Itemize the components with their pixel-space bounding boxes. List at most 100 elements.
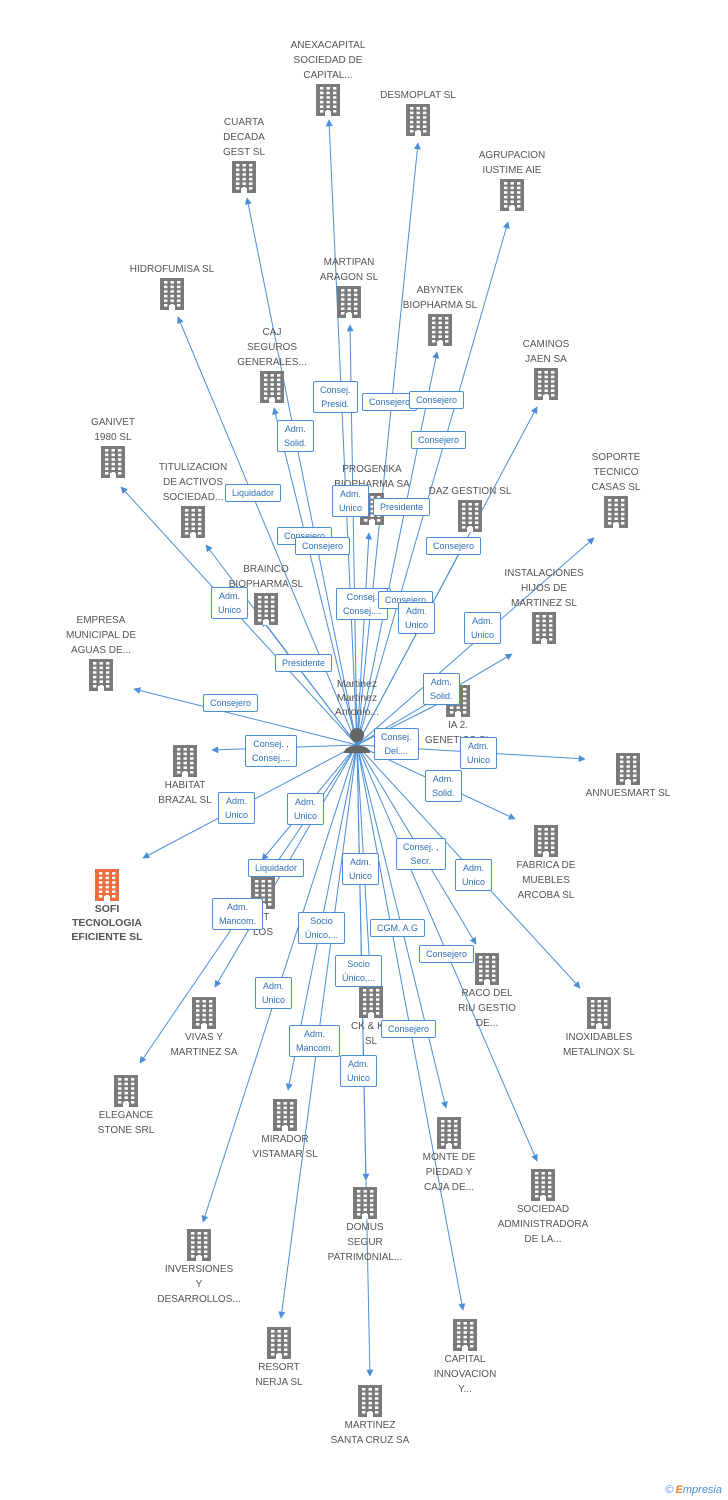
company-node[interactable]: GANIVET 1980 SL (53, 415, 173, 479)
company-node[interactable]: SOFI TECNOLOGIA EFICIENTE SL (47, 868, 167, 944)
company-node[interactable]: SOPORTE TECNICO CASAS SL (556, 450, 676, 529)
company-node[interactable]: RESORT NERJA SL (219, 1326, 339, 1390)
company-node[interactable]: ABYNTEK BIOPHARMA SL (380, 283, 500, 347)
building-icon (531, 1169, 555, 1201)
edge-genetics (356, 699, 447, 746)
company-node[interactable]: DAZ GESTION SL (410, 484, 530, 533)
company-node[interactable]: CAMINOS JAEN SA (486, 337, 606, 401)
edge-daz-gestion (356, 536, 469, 746)
company-name[interactable]: ANNUESMART SL (585, 788, 671, 799)
company-node[interactable]: HIDROFUMISA SL (112, 262, 232, 311)
company-name[interactable]: AGRUPACION IUSTIME AIE (478, 150, 546, 176)
copyright-symbol: © (665, 1484, 674, 1496)
company-node[interactable]: BRAINCO BIOPHARMA SL (206, 562, 326, 626)
edge-anexacapital (325, 119, 358, 746)
company-node[interactable]: INOXIDABLES METALINOX SL (539, 996, 659, 1060)
building-icon (453, 1319, 477, 1351)
company-name[interactable]: MARTIPAN ARAGON SL (319, 257, 379, 283)
company-name[interactable]: CUARTA DECADA GEST SL (222, 117, 266, 158)
company-name[interactable]: RACO DEL RIU GESTIO DE... (458, 988, 516, 1029)
company-name[interactable]: MIRADOR VISTAMAR SL (252, 1134, 318, 1160)
edge-brainco (261, 619, 358, 746)
company-name[interactable]: MARTINEZ SANTA CRUZ SA (330, 1420, 410, 1446)
company-name[interactable]: TITULIZACION DE ACTIVOS SOCIEDAD... (158, 462, 228, 503)
company-name[interactable]: ELEGANCE STONE SRL (97, 1110, 155, 1136)
company-name[interactable]: DAZ GESTION SL (428, 486, 512, 497)
role-label: Adm. Mancom. (212, 898, 264, 930)
company-name[interactable]: SOPORTE TECNICO CASAS SL (591, 452, 641, 493)
role-label: Adm. Solid. (423, 673, 460, 705)
company-name[interactable]: CAMINOS JAEN SA (522, 339, 570, 365)
company-node[interactable]: MARTINEZ SANTA CRUZ SA (310, 1384, 430, 1448)
edge-hidrofumisa (177, 316, 358, 746)
company-node[interactable]: HABITAT BRAZAL SL (125, 744, 245, 808)
company-name[interactable]: MONTE DE PIEDAD Y CAJA DE... (422, 1152, 476, 1193)
role-label: Socio Único,... (335, 955, 383, 987)
role-label: Adm. Unico (218, 792, 256, 824)
company-node[interactable]: MARTIPAN ARAGON SL (289, 255, 409, 319)
building-icon (587, 997, 611, 1029)
company-node[interactable]: AGRUPACION IUSTIME AIE (452, 148, 572, 212)
company-name[interactable]: DESMOPLAT SL (380, 90, 456, 101)
role-label: Adm. Mancom. (289, 1025, 341, 1057)
company-name[interactable]: CAPITAL INNOVACION Y... (433, 1354, 497, 1395)
company-node[interactable]: INVERSIONES Y DESARROLLOS... (139, 1228, 259, 1307)
company-node[interactable]: MIRADOR VISTAMAR SL (225, 1098, 345, 1162)
company-node[interactable]: ELEGANCE STONE SRL (66, 1074, 186, 1138)
company-name[interactable]: PROGENIKA BIOPHARMA SA (334, 464, 410, 490)
company-name[interactable]: EMPRESA MUNICIPAL DE AGUAS DE... (65, 615, 136, 656)
role-label: Liquidador (225, 484, 282, 502)
company-node[interactable]: CUARTA DECADA GEST SL (184, 115, 304, 194)
role-label: Adm. Unico (332, 485, 370, 517)
company-name[interactable]: INOXIDABLES METALINOX SL (562, 1032, 636, 1058)
role-label: CGM. A.G (370, 919, 426, 937)
building-icon (534, 825, 558, 857)
company-name[interactable]: VIVAS Y MARTINEZ SA (170, 1032, 238, 1058)
role-label: Adm. Unico (398, 602, 436, 634)
edge-empresa-municipal (133, 687, 358, 746)
company-node[interactable]: EMPRESA MUNICIPAL DE AGUAS DE... (41, 613, 161, 692)
company-node[interactable]: VIVAS Y MARTINEZ SA (144, 996, 264, 1060)
role-label: Consejero (411, 431, 467, 449)
company-name[interactable]: HABITAT BRAZAL SL (158, 780, 212, 806)
company-node[interactable]: MONTE DE PIEDAD Y CAJA DE... (389, 1116, 509, 1195)
building-icon (604, 496, 628, 528)
edge-caja-seguros (272, 407, 358, 746)
building-icon (192, 997, 216, 1029)
company-node[interactable]: FABRICA DE MUEBLES ARCOBA SL (486, 824, 606, 903)
company-name[interactable]: GANIVET 1980 SL (91, 417, 135, 443)
person-name[interactable]: Martinez Martinez Antonio... (334, 678, 380, 718)
company-node[interactable]: SOCIEDAD ADMINISTRADORA DE LA... (483, 1168, 603, 1247)
company-name[interactable]: FABRICA DE MUEBLES ARCOBA SL (516, 860, 576, 901)
company-name[interactable]: INSTALACIONES HIJOS DE MARTINEZ SL (504, 568, 584, 609)
edge-agrupacion (356, 221, 510, 746)
company-name[interactable]: DOMUS SEGUR PATRIMONIAL... (327, 1222, 403, 1263)
company-name[interactable]: RESORT NERJA SL (255, 1362, 303, 1388)
company-name[interactable]: CAJ SEGUROS GENERALES... (237, 327, 307, 368)
role-label: Adm. Unico (342, 853, 380, 885)
building-icon (181, 506, 205, 538)
company-name[interactable]: SOCIEDAD ADMINISTRADORA DE LA... (497, 1204, 589, 1245)
company-node[interactable]: DESMOPLAT SL (358, 88, 478, 137)
company-node[interactable]: CAJ SEGUROS GENERALES... (212, 325, 332, 404)
company-node[interactable]: ANEXACAPITAL SOCIEDAD DE CAPITAL... (268, 38, 388, 117)
building-icon (359, 986, 383, 1018)
company-name[interactable]: HIDROFUMISA SL (129, 264, 215, 275)
building-icon (260, 371, 284, 403)
building-icon (101, 446, 125, 478)
company-node[interactable]: DOMUS SEGUR PATRIMONIAL... (305, 1186, 425, 1265)
company-name[interactable]: BRAINCO BIOPHARMA SL (228, 564, 304, 590)
company-name[interactable]: INVERSIONES Y DESARROLLOS... (157, 1264, 241, 1305)
role-label: Adm. Solid. (277, 420, 314, 452)
company-node[interactable]: CAPITAL INNOVACION Y... (405, 1318, 525, 1397)
company-node[interactable]: ANNUESMART SL (568, 752, 688, 801)
company-node[interactable]: INSTALACIONES HIJOS DE MARTINEZ SL (484, 566, 604, 645)
person-icon[interactable] (343, 727, 371, 758)
company-node[interactable]: TITULIZACION DE ACTIVOS SOCIEDAD... (133, 460, 253, 539)
building-icon (532, 612, 556, 644)
company-name[interactable]: ANEXACAPITAL SOCIEDAD DE CAPITAL... (290, 40, 366, 81)
company-name[interactable]: ABYNTEK BIOPHARMA SL (402, 285, 478, 311)
company-name[interactable]: SOFI TECNOLOGIA EFICIENTE SL (71, 903, 143, 943)
company-node[interactable]: RACO DEL RIU GESTIO DE... (427, 952, 547, 1031)
edge-desmoplat (356, 142, 421, 746)
